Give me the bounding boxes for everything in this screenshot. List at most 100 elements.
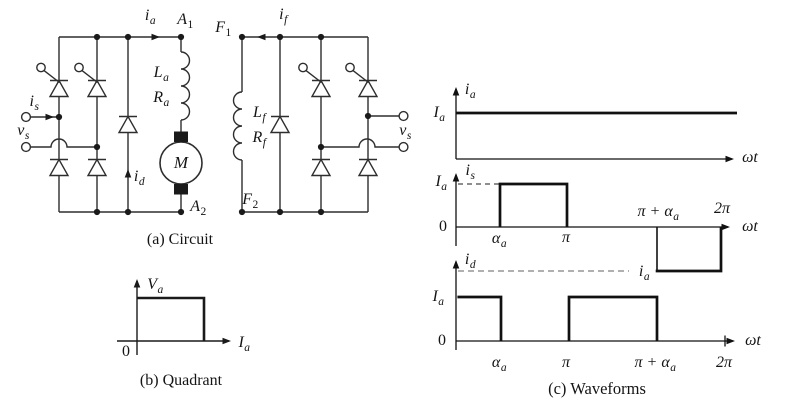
freewheeling-diode-icon bbox=[118, 115, 138, 134]
label-quadrant-origin: 0 bbox=[122, 343, 130, 360]
label-vs-left: vs bbox=[17, 122, 30, 142]
node-dot bbox=[124, 208, 132, 216]
label-w2-Ia: Ia bbox=[435, 173, 448, 193]
label-w3-wt: ωt bbox=[745, 332, 761, 349]
label-w2-wt: ωt bbox=[742, 218, 758, 235]
field-converter bbox=[232, 33, 409, 216]
field-wires bbox=[241, 36, 399, 213]
diode-icon bbox=[49, 158, 69, 177]
label-Ia-axis: Ia bbox=[238, 334, 251, 354]
label-Ra: Ra bbox=[153, 89, 170, 109]
quadrant-axes bbox=[117, 281, 229, 355]
label-terminal-F1: F1 bbox=[215, 19, 232, 39]
axis-arrow-icon bbox=[452, 260, 460, 269]
field-inductor-coil bbox=[232, 91, 243, 161]
node-F2-dot bbox=[238, 208, 246, 216]
node-dot bbox=[276, 33, 284, 41]
node-dot bbox=[93, 208, 101, 216]
thyristor-icon bbox=[345, 62, 378, 98]
label-w1-Ia: Ia bbox=[433, 104, 446, 124]
diode-icon bbox=[87, 158, 107, 177]
label-if-field: if bbox=[279, 6, 288, 26]
diode-icon bbox=[311, 158, 331, 177]
label-terminal-A2: A2 bbox=[190, 198, 207, 218]
label-w2-alpha: αa bbox=[491, 230, 507, 250]
supply-terminal-icon bbox=[398, 110, 409, 122]
label-Va-axis: Va bbox=[147, 276, 164, 296]
axis-arrow-icon bbox=[222, 337, 231, 345]
caption-quadrant: (b) Quadrant bbox=[139, 372, 223, 389]
id-pulse-2 bbox=[567, 295, 659, 341]
label-Lf: Lf bbox=[252, 104, 266, 124]
supply-terminal-icon bbox=[398, 141, 409, 153]
label-w3-2pi: 2π bbox=[715, 354, 733, 371]
node-dot bbox=[55, 113, 63, 121]
caption-circuit: (a) Circuit bbox=[146, 231, 214, 248]
label-ia-armature: ia bbox=[144, 7, 156, 27]
label-vs-right: vs bbox=[399, 122, 412, 142]
label-id-freewheel: id bbox=[133, 168, 145, 188]
thyristor-icon bbox=[298, 62, 331, 98]
node-dot bbox=[317, 208, 325, 216]
label-w2-zero: 0 bbox=[439, 218, 447, 235]
label-is-supply: is bbox=[29, 93, 39, 113]
axis-arrow-icon bbox=[133, 279, 141, 288]
node-dot bbox=[317, 33, 325, 41]
label-w3-alpha: αa bbox=[491, 354, 507, 374]
motor-brush-top bbox=[174, 131, 188, 142]
node-dot bbox=[93, 143, 101, 151]
motor-brush-bottom bbox=[174, 184, 188, 195]
label-w3-Ia: Ia bbox=[432, 288, 445, 308]
if-arrow-icon bbox=[257, 33, 266, 41]
freewheeling-diode-icon bbox=[270, 115, 290, 134]
ia-arrow-icon bbox=[151, 33, 160, 41]
label-w2-ia-dashed: ia bbox=[638, 263, 650, 283]
waveform-charts bbox=[452, 87, 737, 350]
label-La: La bbox=[153, 64, 169, 84]
label-w3-pi: π bbox=[561, 354, 571, 371]
id-chart-axes bbox=[455, 262, 733, 350]
caption-waveforms: (c) Waveforms bbox=[548, 379, 646, 398]
label-w1-ia: ia bbox=[464, 81, 476, 101]
label-w3-id: id bbox=[464, 251, 476, 271]
id-pulse-1 bbox=[457, 295, 503, 341]
label-w3-zero: 0 bbox=[438, 332, 446, 349]
quadrant-diagram bbox=[117, 279, 231, 355]
node-A2-dot bbox=[177, 208, 185, 216]
node-dot bbox=[93, 33, 101, 41]
label-w2-is: is bbox=[465, 162, 475, 182]
label-w3-pi-plus-alpha: π + αa bbox=[634, 354, 676, 374]
supply-terminal-icon bbox=[20, 111, 32, 123]
armature-converter bbox=[20, 33, 203, 216]
label-w1-wt: ωt bbox=[742, 149, 758, 166]
is-arrow-icon bbox=[45, 113, 54, 121]
is-negative-pulse bbox=[655, 227, 723, 273]
label-motor-M: M bbox=[173, 153, 189, 172]
diode-icon bbox=[358, 158, 378, 177]
axis-arrow-icon bbox=[721, 223, 730, 231]
armature-inductor-coil bbox=[180, 51, 191, 121]
axis-arrow-icon bbox=[725, 155, 734, 163]
node-F1-dot bbox=[238, 33, 246, 41]
node-A1-dot bbox=[177, 33, 185, 41]
node-dot bbox=[364, 112, 372, 120]
axis-arrow-icon bbox=[726, 337, 735, 345]
supply-terminal-icon bbox=[20, 141, 32, 153]
ia-chart-axes bbox=[455, 89, 732, 160]
id-arrow-icon bbox=[124, 169, 132, 178]
axis-arrow-icon bbox=[452, 87, 460, 96]
label-terminal-F2: F2 bbox=[242, 191, 259, 211]
quadrant-region-outline bbox=[137, 296, 206, 341]
node-dot bbox=[124, 33, 132, 41]
label-terminal-A1: A1 bbox=[177, 11, 194, 31]
is-positive-pulse bbox=[498, 182, 569, 227]
label-w2-2pi: 2π bbox=[713, 200, 731, 217]
thyristor-icon bbox=[74, 62, 107, 98]
label-w2-pi-plus-alpha: π + αa bbox=[637, 203, 679, 223]
node-dot bbox=[276, 208, 284, 216]
label-w2-pi: π bbox=[561, 229, 571, 246]
axis-arrow-icon bbox=[452, 173, 460, 182]
thyristor-icon bbox=[36, 62, 69, 98]
